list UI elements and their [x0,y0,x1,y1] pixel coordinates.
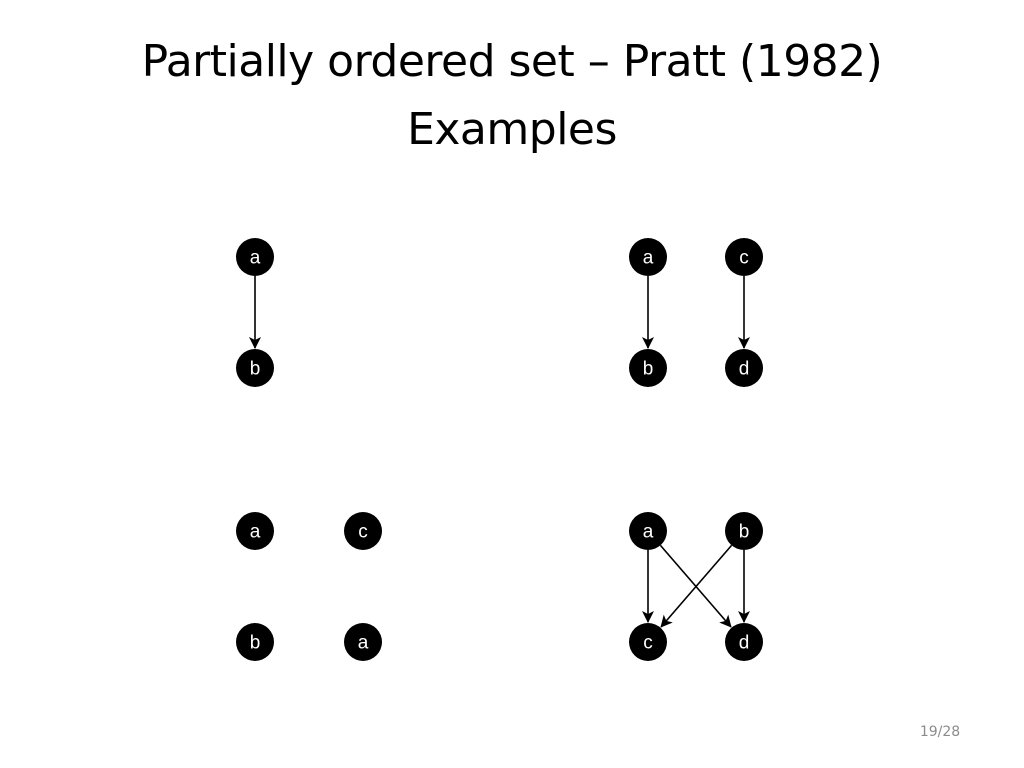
slide-title: Partially ordered set – Pratt (1982) Exa… [0,28,1024,164]
example-4-node-n4: d [725,623,763,661]
node-circle [344,623,382,661]
example-2-node-n3: c [725,238,763,276]
example-4-node-n2: b [725,512,763,550]
node-circle [629,512,667,550]
node-label: a [643,522,654,543]
example-3-node-n3: c [344,512,382,550]
node-label: b [643,359,654,380]
node-circle [629,238,667,276]
node-label: c [643,633,653,654]
node-circle [236,512,274,550]
example-3-node-n1: a [236,512,274,550]
example-2-node-n4: d [725,349,763,387]
example-1-node-n2: b [236,349,274,387]
nodes-layer: a b a b c d a b c a a b c d [236,238,763,661]
node-label: b [250,633,261,654]
example-4-node-n3: c [629,623,667,661]
node-circle [725,349,763,387]
node-circle [344,512,382,550]
example-2-node-n1: a [629,238,667,276]
slide-title-line-1: Partially ordered set – Pratt (1982) [141,36,883,87]
example-3-node-n2: b [236,623,274,661]
node-label: c [739,248,749,269]
example-4-edge-b-to-c [660,544,733,628]
node-circle [629,349,667,387]
example-3-node-n4: a [344,623,382,661]
node-circle [725,623,763,661]
example-4-node-n1: a [629,512,667,550]
node-circle [725,512,763,550]
edges-layer [249,276,750,628]
node-circle [236,238,274,276]
node-circle [629,623,667,661]
node-label: a [358,633,369,654]
node-circle [236,623,274,661]
node-label: a [250,522,261,543]
node-label: d [739,633,750,654]
node-label: a [643,248,654,269]
node-label: b [250,359,261,380]
example-1-node-n1: a [236,238,274,276]
page-number: 19/28 [919,724,961,740]
example-2-node-n2: b [629,349,667,387]
node-circle [236,349,274,387]
node-label: c [358,522,368,543]
node-circle [725,238,763,276]
node-label: b [739,522,750,543]
slide-title-line-2: Examples [407,104,617,155]
node-label: a [250,248,261,269]
node-label: d [739,359,750,380]
